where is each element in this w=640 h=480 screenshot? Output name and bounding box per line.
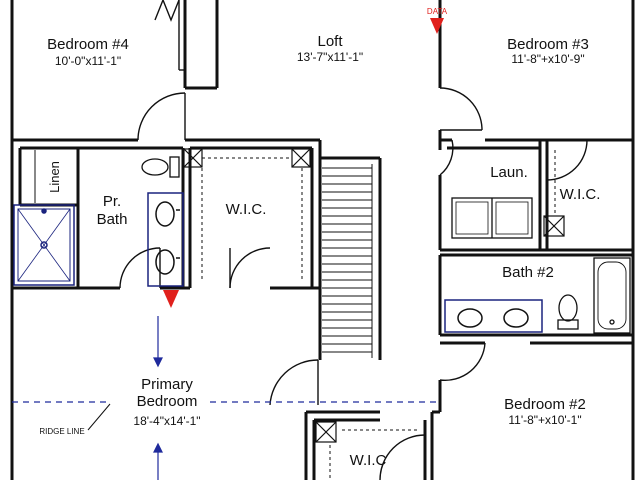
primary-bedroom-label-line2: Bedroom: [137, 393, 198, 410]
linen-label: Linen: [47, 161, 62, 193]
bedroom3-dims: 11'-8"+x10'-9": [511, 52, 584, 66]
svg-text:DATA: DATA: [427, 7, 448, 16]
bath2-vanity: [444, 299, 543, 333]
bedroom4-label: Bedroom #4: [47, 36, 129, 53]
bedroom4-dims: 10'-0"x11'-1": [55, 54, 121, 68]
pr-bath-label-line1: Pr.: [103, 193, 121, 210]
bedroom2-dims: 11'-8"+x10'-1": [508, 413, 581, 427]
door-swings: [119, 87, 588, 480]
ridge-line-label: RIDGE LINE: [39, 427, 84, 436]
primary-bedroom-label-line1: Primary: [141, 376, 193, 393]
direction-arrows: [153, 316, 163, 480]
primary-bath-vanity: [147, 192, 184, 287]
staircase: [322, 164, 373, 358]
pr-bath-label-line2: Bath: [97, 211, 128, 228]
bathtub: [593, 257, 631, 334]
bifold-closet-door: [154, 0, 185, 71]
primary-bath-toilet-icon: [141, 156, 180, 178]
red-data-marker-primary: [163, 290, 179, 308]
bath2-label: Bath #2: [502, 264, 554, 281]
bedroom2-label: Bedroom #2: [504, 396, 586, 413]
loft-dims: 13'-7"x11'-1": [297, 50, 363, 64]
walls: [10, 0, 635, 480]
closet-corner-boxes: [183, 148, 565, 443]
loft-label: Loft: [317, 33, 343, 50]
shower: [13, 204, 75, 286]
laundry-label: Laun.: [490, 164, 528, 181]
primary-wic-label: W.I.C.: [226, 201, 267, 218]
bedroom3-label: Bedroom #3: [507, 36, 589, 53]
closet-rod-lines: [201, 150, 556, 480]
primary-bedroom-dims: 18'-4"x14'-1": [133, 414, 200, 428]
red-data-marker-top: DATA: [427, 7, 448, 34]
bath2-toilet-icon: [557, 294, 579, 330]
washer-dryer: [451, 197, 533, 239]
bedroom2-wic-label: W.I.C: [350, 452, 387, 469]
ridge-leader: [87, 403, 111, 431]
bedroom3-wic-label: W.I.C.: [560, 186, 601, 203]
